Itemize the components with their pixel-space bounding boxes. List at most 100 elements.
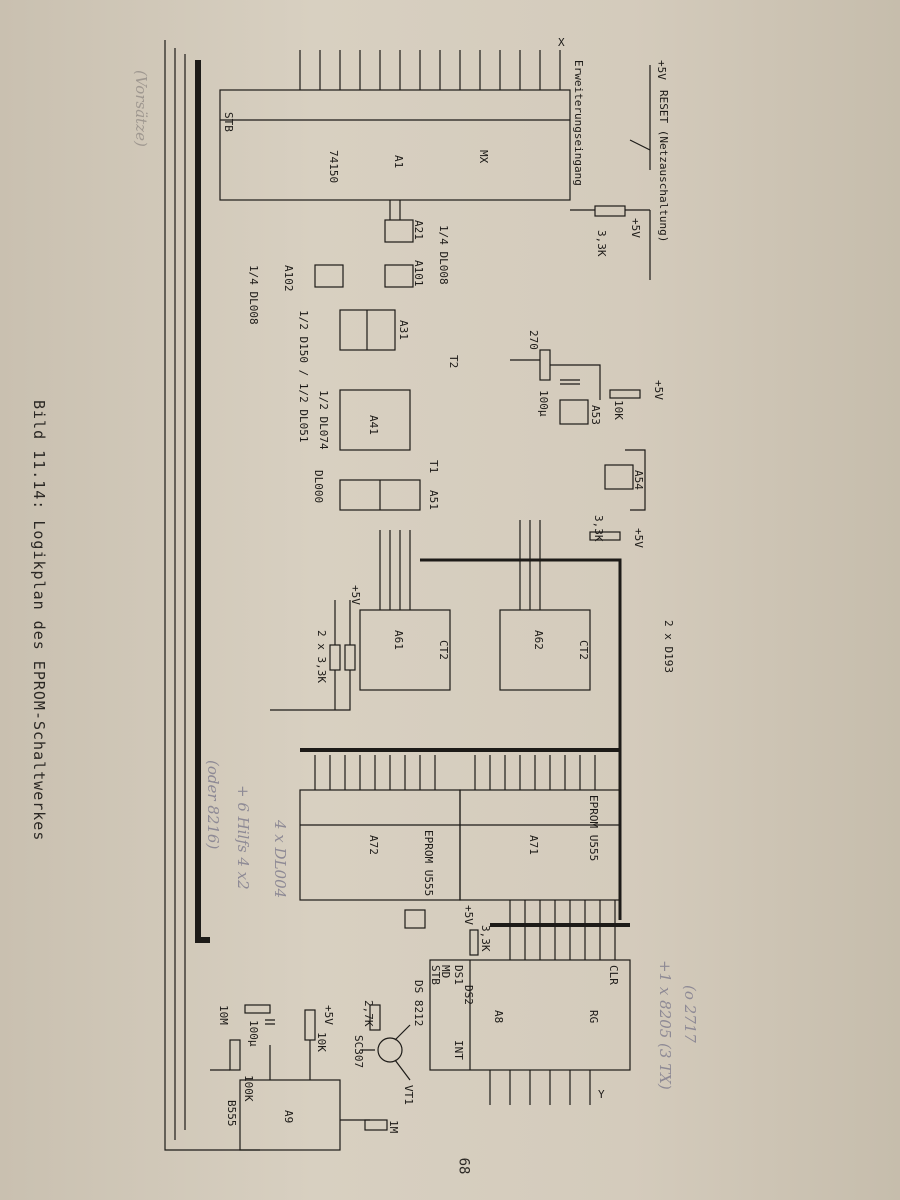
counters-label: 2 x D193 bbox=[662, 620, 675, 673]
a101-type: 1/4 DL008 bbox=[437, 225, 450, 285]
pencil-note-c: (oder 8216) bbox=[204, 760, 222, 849]
r-270 bbox=[539, 349, 551, 381]
gate-a21 bbox=[384, 219, 414, 243]
label-ds2: DS2 bbox=[462, 985, 475, 1005]
reset-switch bbox=[629, 65, 651, 280]
r-10k-a9 bbox=[304, 1009, 316, 1041]
label-ds1: DS1 bbox=[452, 965, 465, 985]
a62-type: CT2 bbox=[577, 640, 590, 660]
pencil-note-d: (o 2717 bbox=[681, 985, 699, 1043]
label-reset: RESET (Netzauschaltung) bbox=[657, 90, 670, 242]
r-27k bbox=[369, 1004, 381, 1031]
r-27k-label: 2,7K bbox=[362, 1000, 375, 1027]
label-ext: Erweiterungseingang bbox=[572, 60, 585, 186]
gate-a53 bbox=[559, 399, 589, 425]
a9-type: B555 bbox=[225, 1100, 238, 1127]
pencil-note-b: + 6 Hilfs 4 x2 bbox=[234, 785, 252, 890]
label-md: MD bbox=[439, 965, 452, 978]
a8-type: DS 8212 bbox=[412, 980, 425, 1026]
r-33k-top-label: 3,3K bbox=[595, 230, 608, 257]
label-clr: CLR bbox=[607, 965, 620, 985]
r-10k-label: 10K bbox=[612, 400, 625, 420]
label-int: INT bbox=[452, 1040, 465, 1060]
vcc-counters: +5V bbox=[349, 585, 362, 605]
a102-ref: A102 bbox=[282, 265, 295, 292]
r-2x33k-label: 2 x 3,3K bbox=[315, 630, 328, 683]
a41-ref: A41 bbox=[367, 415, 380, 435]
a71-type: EPROM U555 bbox=[587, 795, 600, 861]
a1-ref: A1 bbox=[392, 155, 405, 168]
r-33k-low-label: 3,3K bbox=[479, 925, 492, 952]
label-stb: STB bbox=[429, 965, 442, 985]
gate-a101 bbox=[384, 264, 414, 288]
r-100k-label: 100K bbox=[242, 1075, 255, 1102]
pot-1m bbox=[364, 1119, 388, 1131]
flipflop-a41 bbox=[339, 389, 411, 451]
a62-ref: A62 bbox=[532, 630, 545, 650]
r-10m-label: 10M bbox=[217, 1005, 230, 1025]
pot-label: 1M bbox=[387, 1120, 400, 1134]
label-t1: T1 bbox=[427, 460, 440, 473]
a61-ref: A61 bbox=[392, 630, 405, 650]
gate-a54 bbox=[604, 464, 634, 490]
r-33k-top bbox=[594, 205, 626, 217]
timer-a9 bbox=[239, 1079, 341, 1151]
a51-ref: A51 bbox=[427, 490, 440, 510]
a54-ref: A54 bbox=[632, 470, 645, 490]
r-10k-a9-label: 10K bbox=[315, 1032, 328, 1052]
a61-type: CT2 bbox=[437, 640, 450, 660]
a8-func: RG bbox=[587, 1010, 600, 1023]
a102-type: 1/4 DL008 bbox=[247, 265, 260, 325]
a31-type: 1/2 D150 / 1/2 DL051 bbox=[297, 310, 310, 442]
t1-label: SC307 bbox=[352, 1035, 365, 1068]
r-2x33k-a bbox=[329, 644, 341, 671]
label-x-port: X bbox=[558, 36, 565, 49]
c-100u-label: 100µ bbox=[537, 390, 550, 417]
r-100k bbox=[229, 1039, 241, 1071]
gate-a102 bbox=[314, 264, 344, 288]
a1-strobe: STB bbox=[222, 112, 235, 132]
vt1-label: VT1 bbox=[402, 1085, 415, 1105]
cap-100u bbox=[560, 379, 580, 385]
figure-caption: Bild 11.14: Logikplan des EPROM-Schaltwe… bbox=[30, 400, 48, 842]
gate-a22 bbox=[404, 909, 426, 929]
counter-a62 bbox=[499, 609, 591, 691]
r-33k-mid bbox=[589, 531, 621, 541]
a8-ref: A8 bbox=[492, 1010, 505, 1023]
a1-type: 74150 bbox=[327, 150, 340, 183]
a1-input-pins bbox=[299, 50, 561, 90]
a53-ref: A53 bbox=[589, 405, 602, 425]
label-y-port: Y bbox=[598, 1088, 605, 1101]
a101-ref: A101 bbox=[412, 260, 425, 287]
main-bus bbox=[195, 60, 210, 943]
r-270-label: 270 bbox=[527, 330, 540, 350]
r-10m bbox=[244, 1004, 271, 1014]
r-33k-mid-label: 3,3K bbox=[592, 515, 605, 542]
a72-type: EPROM U555 bbox=[422, 830, 435, 896]
transistor-sc307 bbox=[377, 1037, 403, 1063]
a1-func: MX bbox=[477, 150, 490, 164]
r-10k bbox=[609, 389, 641, 399]
chip-a1 bbox=[219, 89, 571, 201]
a31-ref: A31 bbox=[397, 320, 410, 340]
label-vcc-top: +5V bbox=[655, 60, 668, 80]
vcc-33k: +5V bbox=[629, 218, 642, 238]
r-2x33k-b bbox=[344, 644, 356, 671]
c-100u-a9-label: 100µ bbox=[247, 1020, 260, 1047]
a72-ref: A72 bbox=[367, 835, 380, 855]
a21-ref: A21 bbox=[412, 220, 425, 240]
a9-ref: A9 bbox=[282, 1110, 295, 1123]
r-33k-low bbox=[469, 929, 479, 956]
counter-a61 bbox=[359, 609, 451, 691]
vcc-a53: +5V bbox=[652, 380, 665, 400]
vcc-mid: +5V bbox=[632, 528, 645, 548]
a51-type: DL000 bbox=[312, 470, 325, 503]
label-t2: T2 bbox=[447, 355, 460, 368]
cap-100u-a9 bbox=[265, 1019, 275, 1025]
pencil-note-e: +1 x 8205 (3 TX) bbox=[656, 960, 674, 1090]
vcc-a8: +5V bbox=[462, 905, 475, 925]
a41-type: 1/2 DL074 bbox=[317, 390, 330, 450]
vcc-a9: +5V bbox=[322, 1005, 335, 1025]
logic-schematic: X Erweiterungseingang RESET (Netzauschal… bbox=[164, 36, 699, 1151]
